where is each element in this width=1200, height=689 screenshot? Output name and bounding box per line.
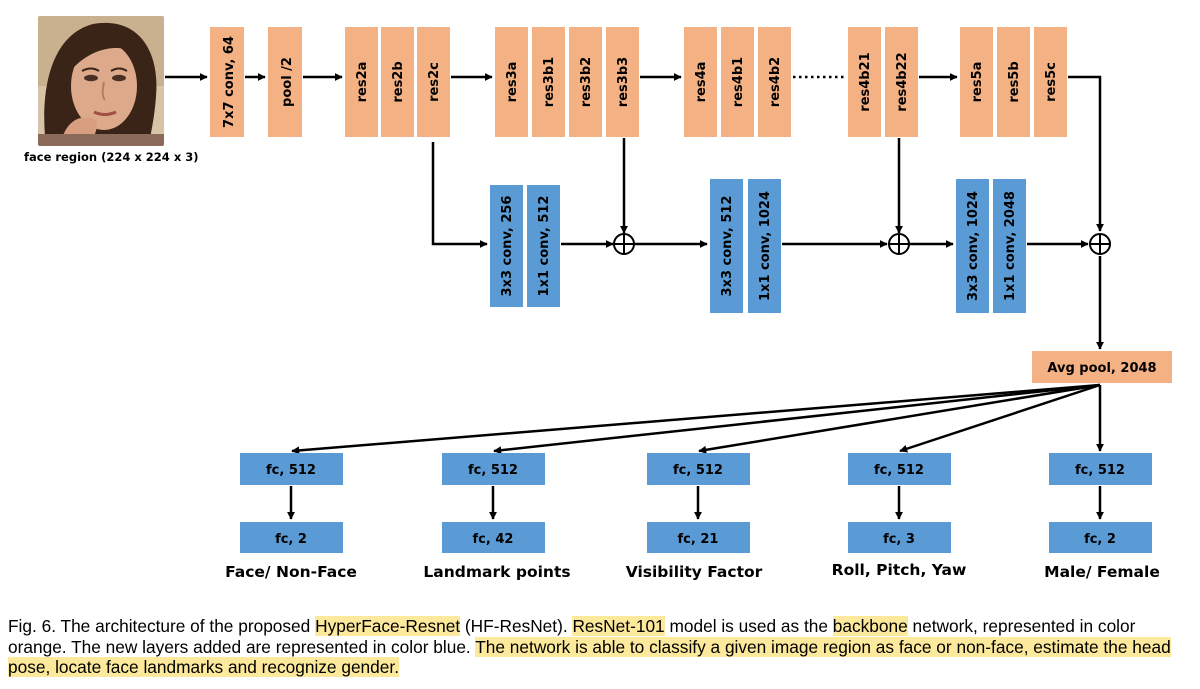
caption-highlight-resnet: ResNet-101 <box>572 616 665 636</box>
head-landmarks-fc1: fc, 512 <box>468 463 518 478</box>
res2b-label: res2b <box>391 61 406 102</box>
head-gender-fc2: fc, 2 <box>1084 532 1116 547</box>
head-visibility: fc, 512 fc, 21 Visibility Factor <box>626 453 763 581</box>
head-visibility-fc1: fc, 512 <box>673 463 723 478</box>
skip-path-arrows <box>431 138 1104 350</box>
main-path-arrows <box>165 73 1104 232</box>
conv1-block: 7x7 conv, 64 <box>210 27 244 137</box>
branch3-conv1-label: 1x1 conv, 2048 <box>1003 191 1018 301</box>
head-gender: fc, 512 fc, 2 Male/ Female <box>1044 453 1160 581</box>
head-landmarks: fc, 512 fc, 42 Landmark points <box>423 453 571 581</box>
caption-highlight-hyperface: HyperFace-Resnet <box>315 616 461 636</box>
head-pose-label: Roll, Pitch, Yaw <box>832 561 967 579</box>
head-pose-fc1: fc, 512 <box>874 463 924 478</box>
res3b2-label: res3b2 <box>579 57 594 107</box>
res2a-label: res2a <box>355 62 370 103</box>
head-face-fc1: fc, 512 <box>266 463 316 478</box>
head-face: fc, 512 fc, 2 Face/ Non-Face <box>225 453 357 581</box>
sum-node-2 <box>888 233 910 255</box>
branch3-conv3-label: 3x3 conv, 1024 <box>966 191 981 301</box>
res4b21-label: res4b21 <box>858 52 873 111</box>
avg-pool-block: Avg pool, 2048 <box>1032 351 1172 383</box>
caption-text-4: network, represented in color orange. Th… <box>8 616 1136 657</box>
head-visibility-label: Visibility Factor <box>626 563 763 581</box>
skip-branch-2: 3x3 conv, 512 1x1 conv, 1024 <box>710 179 781 313</box>
head-fanout-arrows <box>291 383 1104 455</box>
res2-stage: res2a res2b res2c <box>345 27 450 137</box>
branch2-conv1-label: 1x1 conv, 1024 <box>758 191 773 301</box>
res4a-label: res4a <box>694 62 709 103</box>
head-visibility-fc2: fc, 21 <box>678 532 719 547</box>
res4b22-label: res4b22 <box>895 52 910 111</box>
head-gender-fc1: fc, 512 <box>1075 463 1125 478</box>
res3-stage: res3a res3b1 res3b2 res3b3 <box>495 27 639 137</box>
res4b1-label: res4b1 <box>731 57 746 107</box>
head-face-fc2: fc, 2 <box>275 532 307 547</box>
head-pose-fc2: fc, 3 <box>883 532 915 547</box>
caption-text-1: Fig. 6. The architecture of the proposed <box>8 616 316 636</box>
branch1-conv1-label: 1x1 conv, 512 <box>537 196 552 297</box>
face-image <box>38 16 164 146</box>
pool1-block: pool /2 <box>268 27 302 137</box>
input-caption: face region (224 x 224 x 3) <box>24 150 199 164</box>
conv1-label: 7x7 conv, 64 <box>222 36 237 128</box>
figure-caption: Fig. 6. The architecture of the proposed… <box>8 616 1194 678</box>
caption-highlight-backbone: backbone <box>832 616 908 636</box>
res4-stage: res4a res4b1 res4b2 res4b21 res4b22 <box>684 27 918 137</box>
res3b3-label: res3b3 <box>616 57 631 107</box>
head-gender-label: Male/ Female <box>1044 563 1160 581</box>
head-landmarks-fc2: fc, 42 <box>473 532 514 547</box>
pool1-label: pool /2 <box>280 57 295 107</box>
res5a-label: res5a <box>970 62 985 103</box>
res5-stage: res5a res5b res5c <box>960 27 1067 137</box>
caption-text-3: model is used as the <box>664 616 833 636</box>
caption-text-2: (HF-ResNet). <box>460 616 573 636</box>
skip-branch-1: 3x3 conv, 256 1x1 conv, 512 <box>490 185 560 307</box>
head-pose: fc, 512 fc, 3 Roll, Pitch, Yaw <box>832 453 967 579</box>
res5c-label: res5c <box>1044 62 1059 102</box>
avg-pool-label: Avg pool, 2048 <box>1047 361 1156 376</box>
res3a-label: res3a <box>505 62 520 103</box>
branch1-conv3-label: 3x3 conv, 256 <box>500 196 515 297</box>
sum-node-1 <box>613 233 635 255</box>
res5b-label: res5b <box>1007 61 1022 102</box>
res2c-label: res2c <box>427 62 442 102</box>
architecture-diagram: 7x7 conv, 64 pool /2 res2a res2b res2c r… <box>165 27 1172 581</box>
head-face-label: Face/ Non-Face <box>225 563 357 581</box>
skip-branch-3: 3x3 conv, 1024 1x1 conv, 2048 <box>956 179 1026 313</box>
sum-node-3 <box>1089 233 1111 255</box>
head-landmarks-label: Landmark points <box>423 563 570 581</box>
res3b1-label: res3b1 <box>542 57 557 107</box>
branch2-conv3-label: 3x3 conv, 512 <box>720 196 735 297</box>
res4b2-label: res4b2 <box>768 57 783 107</box>
